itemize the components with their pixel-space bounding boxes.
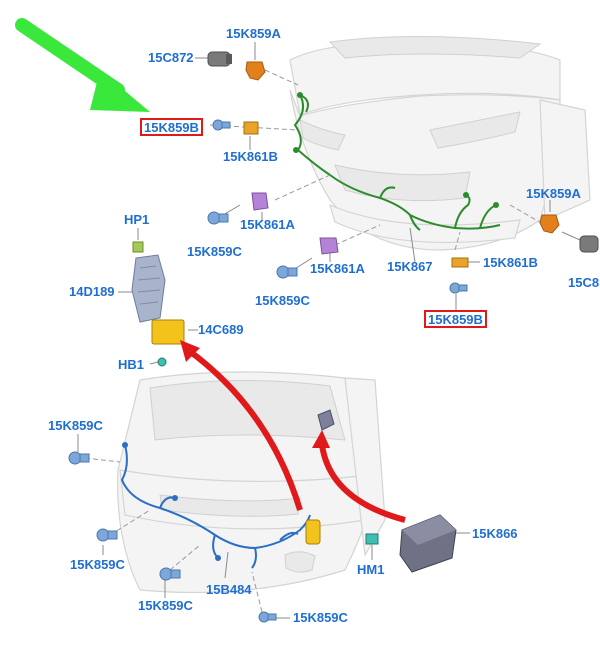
label-15k859a-top: 15K859A (226, 26, 282, 41)
label-15k861a-mid1: 15K861A (240, 217, 296, 232)
green-callout-arrow (15, 18, 150, 112)
label-15k866: 15K866 (472, 526, 518, 541)
rear-yellow-bracket (305, 519, 321, 545)
label-15k859c-mid1: 15K859C (187, 244, 243, 259)
front-sensor-15k859b-right (449, 282, 468, 294)
label-14d189: 14D189 (69, 284, 115, 299)
front-camera-15c872 (207, 51, 232, 67)
label-15k861a-mid2: 15K861A (310, 261, 366, 276)
front-bracket-15k861a-mid2 (319, 237, 339, 255)
label-15k859c-rear-top: 15K859C (48, 418, 104, 433)
label-15k861b-right: 15K861B (483, 255, 538, 270)
rear-sensor-15k859c-right (258, 611, 277, 623)
rear-module-15k866 (399, 514, 457, 573)
label-hp1: HP1 (124, 212, 149, 227)
label-15k859b-left: 15K859B (144, 120, 199, 135)
rear-sensor-15k859c-left (96, 528, 118, 542)
label-15c8: 15C8 (568, 275, 599, 290)
bracket-14d189 (131, 254, 166, 323)
front-bracket-15k861b-left (243, 121, 259, 135)
front-bracket-15k861a-mid1 (251, 192, 269, 211)
connector-hm1 (365, 533, 379, 545)
rear-vehicle-illustration (117, 371, 386, 594)
label-15c872: 15C872 (148, 50, 194, 65)
red-arrow-to-rear-yellow-module (180, 340, 303, 511)
label-15k867: 15K867 (387, 259, 433, 274)
red-arrow-to-rear-small-module (312, 430, 406, 523)
rear-sensor-15k859c-top (68, 451, 90, 465)
rear-small-module (317, 409, 335, 431)
label-14c689: 14C689 (198, 322, 244, 337)
highlight-box-right (424, 310, 487, 328)
connector-hb1 (157, 357, 167, 367)
front-camera-right (579, 235, 599, 253)
label-hb1: HB1 (118, 357, 144, 372)
label-15k859c-mid2: 15K859C (255, 293, 311, 308)
horn-hp1 (132, 241, 144, 253)
front-sensor-15k859b-left (212, 119, 231, 131)
front-wiring-harness-15k867 (293, 92, 501, 231)
front-bracket-15k861b-right (451, 257, 469, 268)
front-sensor-15k859c-mid1 (207, 211, 229, 225)
front-vehicle-illustration (289, 35, 591, 251)
label-15k859c-rear-left: 15K859C (70, 557, 126, 572)
label-15k859c-rear-bottom: 15K859C (138, 598, 194, 613)
front-sensor-15k859a-right (539, 214, 560, 234)
module-14c689 (151, 319, 185, 345)
front-sensor-15k859c-mid2 (276, 265, 298, 279)
front-sensor-15k859a-top (245, 61, 266, 81)
label-15k859a-right: 15K859A (526, 186, 582, 201)
label-15b484: 15B484 (206, 582, 252, 597)
highlight-box-left (140, 118, 203, 136)
rear-sensor-15k859c-bottom (159, 567, 181, 581)
label-15k859b-right: 15K859B (428, 312, 483, 327)
label-hm1: HM1 (357, 562, 384, 577)
label-15k861b-left: 15K861B (223, 149, 278, 164)
rear-wiring-harness-15b484 (120, 442, 311, 569)
label-15k859c-rear-right: 15K859C (293, 610, 349, 625)
